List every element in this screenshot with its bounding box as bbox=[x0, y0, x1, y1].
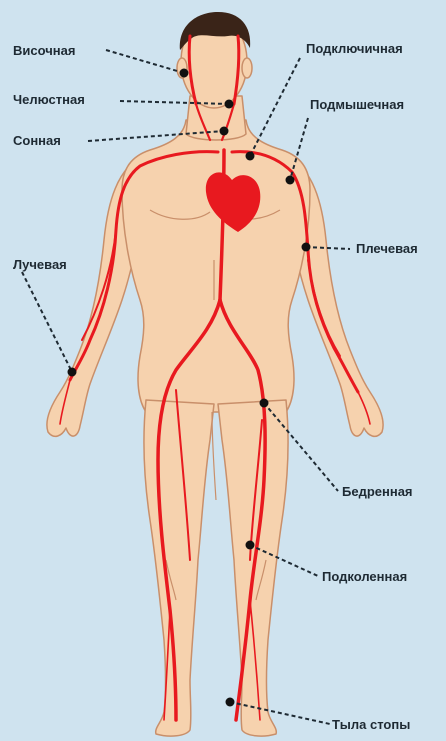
jaw-point bbox=[225, 100, 234, 109]
label-femoral: Бедренная bbox=[342, 484, 413, 499]
label-dorsal-foot: Тыла стопы bbox=[332, 717, 410, 732]
label-temporal: Височная bbox=[13, 43, 75, 58]
label-popliteal: Подколенная bbox=[322, 569, 407, 584]
carotid-point bbox=[220, 127, 229, 136]
subclavian-point bbox=[246, 152, 255, 161]
right-ear bbox=[242, 58, 252, 78]
femoral-point bbox=[260, 399, 269, 408]
label-radial: Лучевая bbox=[13, 257, 67, 272]
axillary-point bbox=[286, 176, 295, 185]
label-brachial: Плечевая bbox=[356, 241, 418, 256]
brachial-point bbox=[302, 243, 311, 252]
radial-point bbox=[68, 368, 77, 377]
label-carotid: Сонная bbox=[13, 133, 61, 148]
label-subclavian: Подключичная bbox=[306, 41, 403, 56]
label-axillary: Подмышечная bbox=[310, 97, 404, 112]
dorsal-foot-point bbox=[226, 698, 235, 707]
label-jaw: Челюстная bbox=[13, 92, 85, 107]
temporal-point bbox=[180, 69, 189, 78]
popliteal-point bbox=[246, 541, 255, 550]
